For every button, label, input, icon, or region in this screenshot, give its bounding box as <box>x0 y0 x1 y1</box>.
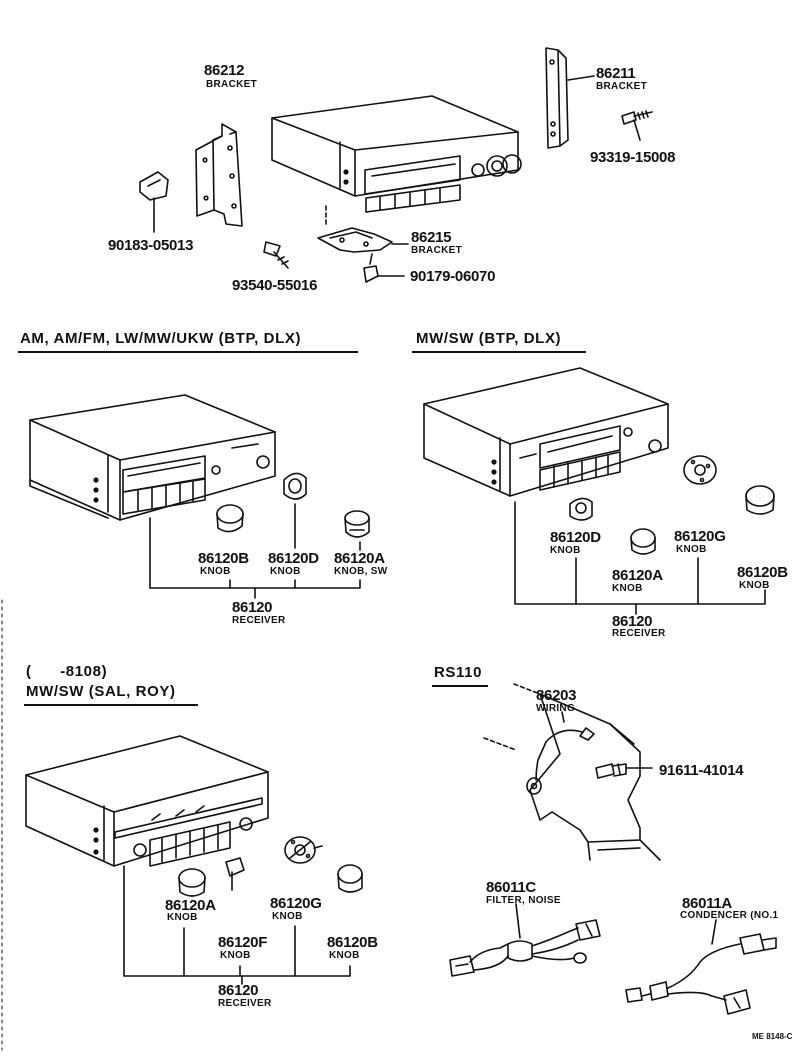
wiring-86203 <box>526 711 595 795</box>
nut-90179 <box>363 253 405 283</box>
sec1-knob-a <box>344 510 370 551</box>
bracket-86215 <box>317 227 409 253</box>
sec3-k2-name: KNOB <box>220 950 251 961</box>
sec2-leaders <box>514 501 766 615</box>
condenser-86011a <box>625 919 777 1015</box>
label-86211-num: 86211 <box>596 65 636 82</box>
sec3-k4-name: KNOB <box>329 950 360 961</box>
sec2-k3-name: KNOB <box>676 544 707 555</box>
label-86215-num: 86215 <box>411 229 452 246</box>
sec3-knob-a <box>178 868 206 897</box>
sec2-k4-num: 86120B <box>737 564 788 581</box>
sec3-knob-g <box>284 836 323 864</box>
sec1-leaders <box>149 517 361 599</box>
sec4-wiring-num: 86203 <box>536 687 577 704</box>
sec3-k1-num: 86120A <box>165 897 216 914</box>
sec3-radio-unit <box>25 735 269 867</box>
sec1-radio-unit <box>29 394 276 521</box>
sec2-knob-b <box>745 485 775 515</box>
label-93540-num: 93540-55016 <box>232 277 318 294</box>
sec3-k2-num: 86120F <box>218 934 268 951</box>
sec2-k1-num: 86120D <box>550 529 601 546</box>
screw-93540 <box>263 241 289 269</box>
sec1-k2-num: 86120D <box>268 550 319 567</box>
sec3-knob-b <box>337 864 363 893</box>
sec3-k1-name: KNOB <box>167 912 198 923</box>
label-93319-num: 93319-15008 <box>590 149 676 166</box>
sec2-k3-num: 86120G <box>674 528 726 545</box>
sec2-knob-d <box>569 497 593 521</box>
filter-86011c <box>449 903 601 977</box>
sec3-leaders <box>123 865 351 985</box>
sec4-screw-num: 91611-41014 <box>659 762 744 779</box>
sec4-title-underline <box>432 685 488 687</box>
sec3-title-1: ( -8108) <box>26 663 108 680</box>
sec4-cond-num: 86011A <box>682 895 732 912</box>
sec4-filter-num: 86011C <box>486 879 536 896</box>
sec4-filter-name: FILTER, NOISE <box>486 895 561 906</box>
sec1-k2-name: KNOB <box>270 566 301 577</box>
rs110-body <box>483 683 661 861</box>
sec1-knob-d <box>283 472 307 549</box>
sec4-title: RS110 <box>434 664 483 681</box>
sec2-knob-g <box>683 455 717 485</box>
sec3-k3-num: 86120G <box>270 895 322 912</box>
sec2-radio-unit <box>423 367 669 497</box>
bracket-86211 <box>545 47 595 149</box>
label-86212-num: 86212 <box>204 62 245 79</box>
top-radio-unit <box>271 95 522 227</box>
sec2-k4-name: KNOB <box>739 580 770 591</box>
sec3-recv-name: RECEIVER <box>218 998 272 1009</box>
bracket-86212 <box>195 123 243 227</box>
sec4-cond-name: CONDENCER (NO.1 <box>680 911 779 921</box>
sec2-knob-a <box>630 528 656 555</box>
sec2-title-underline <box>412 351 586 353</box>
sec1-k1-name: KNOB <box>200 566 231 577</box>
screw-91611 <box>595 763 653 779</box>
diagram-code: ME 8148-C <box>752 1033 793 1041</box>
clip-90183 <box>139 171 169 233</box>
label-90183-num: 90183-05013 <box>108 237 194 254</box>
sec2-recv-name: RECEIVER <box>612 628 666 639</box>
sec3-k4-num: 86120B <box>327 934 378 951</box>
sec3-recv-num: 86120 <box>218 982 259 999</box>
sec3-title-underline <box>24 704 198 706</box>
label-86215-name: BRACKET <box>411 245 462 256</box>
sec4-wiring-name: WIRING <box>536 703 576 714</box>
sec1-k3-name: KNOB, SW <box>334 566 388 577</box>
sec1-title: AM, AM/FM, LW/MW/UKW (BTP, DLX) <box>20 330 302 347</box>
sec2-k2-num: 86120A <box>612 567 663 584</box>
sec1-recv-num: 86120 <box>232 599 273 616</box>
sec3-knob-f <box>225 857 245 891</box>
sec2-title: MW/SW (BTP, DLX) <box>416 330 562 347</box>
sec1-k3-num: 86120A <box>334 550 385 567</box>
sec1-knob-b <box>216 504 244 533</box>
sec2-recv-num: 86120 <box>612 613 653 630</box>
screw-93319 <box>621 110 653 141</box>
sec2-k1-name: KNOB <box>550 545 581 556</box>
sec3-k3-name: KNOB <box>272 911 303 922</box>
label-86211-name: BRACKET <box>596 81 647 92</box>
sec1-recv-name: RECEIVER <box>232 615 286 626</box>
sec1-k1-num: 86120B <box>198 550 249 567</box>
sec1-title-underline <box>18 351 358 353</box>
label-86212-name: BRACKET <box>206 79 257 90</box>
label-90179-num: 90179-06070 <box>410 268 496 285</box>
sec3-title-2: MW/SW (SAL, ROY) <box>26 683 176 700</box>
sec2-k2-name: KNOB <box>612 583 643 594</box>
